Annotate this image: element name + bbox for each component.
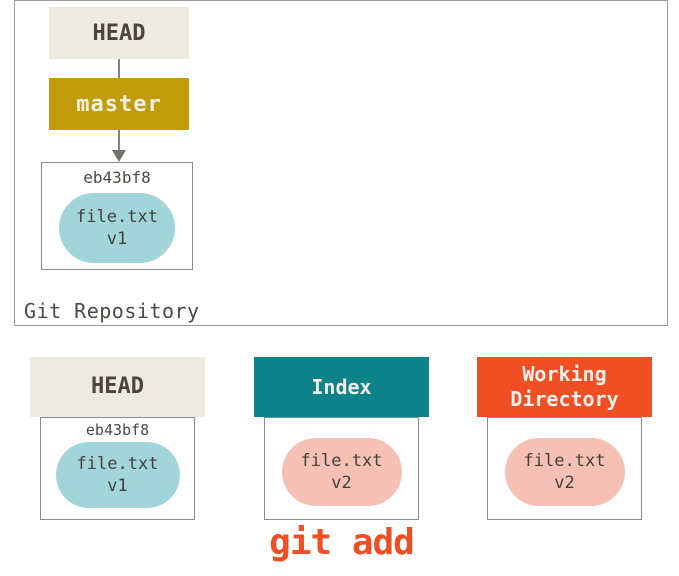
working-directory-body: file.txt v2 bbox=[487, 417, 642, 520]
head-to-master-line bbox=[118, 59, 120, 78]
head-file-blob: file.txt v1 bbox=[55, 442, 180, 508]
head-area-body: eb43bf8 file.txt v1 bbox=[40, 417, 195, 520]
index-area-title: Index bbox=[311, 374, 372, 399]
head-pointer-label: HEAD bbox=[92, 20, 146, 46]
arrow-down-icon bbox=[112, 150, 126, 162]
head-pointer-box: HEAD bbox=[49, 7, 189, 59]
commit-file-blob: file.txt v1 bbox=[59, 193, 175, 263]
file-name: file.txt bbox=[523, 450, 606, 471]
master-branch-box: master bbox=[49, 78, 189, 130]
index-area-body: file.txt v2 bbox=[264, 417, 419, 520]
commit-hash: eb43bf8 bbox=[83, 168, 151, 187]
head-area-title: HEAD bbox=[91, 374, 144, 400]
working-directory-header: Working Directory bbox=[477, 357, 652, 417]
head-area-hash: eb43bf8 bbox=[85, 421, 150, 439]
head-area-header: HEAD bbox=[30, 357, 205, 417]
index-file-blob: file.txt v2 bbox=[281, 438, 402, 506]
file-version: v1 bbox=[106, 229, 128, 249]
file-name: file.txt bbox=[300, 450, 383, 471]
index-area-header: Index bbox=[254, 357, 429, 417]
master-branch-label: master bbox=[76, 91, 162, 117]
commit-box: eb43bf8 file.txt v1 bbox=[41, 162, 193, 270]
file-version: v2 bbox=[331, 473, 352, 493]
git-add-command-label: git add bbox=[269, 522, 415, 563]
file-version: v2 bbox=[554, 473, 575, 493]
working-directory-file-blob: file.txt v2 bbox=[504, 438, 625, 506]
file-version: v1 bbox=[107, 476, 128, 496]
git-repository-label: Git Repository bbox=[24, 299, 200, 323]
file-name: file.txt bbox=[76, 453, 159, 474]
file-name: file.txt bbox=[76, 206, 158, 227]
master-to-commit-line bbox=[118, 130, 120, 151]
working-directory-title: Working Directory bbox=[510, 362, 619, 411]
